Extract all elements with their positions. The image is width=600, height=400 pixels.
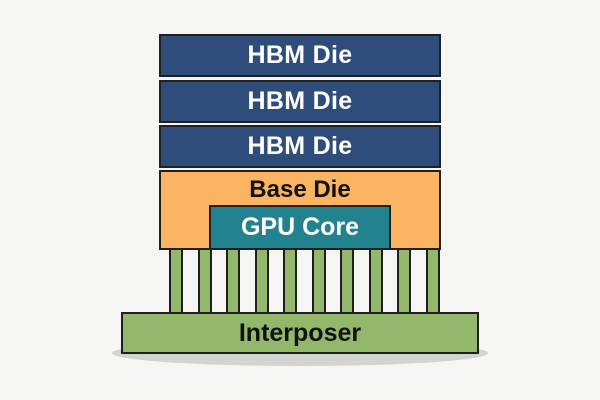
micro-bump-pillar [254, 248, 269, 314]
micro-bump-pillar [368, 248, 383, 314]
micro-bump-pillar [283, 248, 297, 314]
hbm-die-layer: HBM Die [159, 34, 441, 77]
micro-bump-pillar [340, 248, 354, 314]
base-die-label: Base Die [249, 176, 351, 203]
micro-bump-pillar [226, 248, 240, 314]
micro-bump-pillar [397, 248, 411, 314]
gpu-core-label: GPU Core [240, 213, 360, 241]
hbm-die-label: HBM Die [247, 87, 353, 115]
interposer-layer: Interposer [121, 312, 479, 354]
micro-bump-pillar [169, 248, 183, 314]
hbm-die-label: HBM Die [247, 41, 353, 69]
micro-bump-pillar [197, 248, 212, 314]
hbm-die-layer: HBM Die [159, 125, 441, 168]
gpu-core-block: GPU Core [209, 205, 391, 250]
hbm-die-label: HBM Die [247, 132, 353, 160]
micro-bump-pillar [425, 248, 440, 314]
interposer-label: Interposer [238, 318, 362, 347]
micro-bump-row [0, 248, 600, 314]
micro-bump-pillar [311, 248, 326, 314]
hbm-die-layer: HBM Die [159, 80, 441, 123]
